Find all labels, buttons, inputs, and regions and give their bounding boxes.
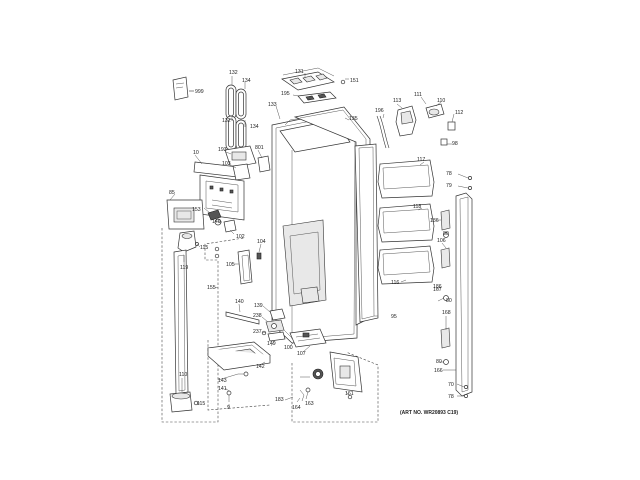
label-98: 98 [452, 141, 458, 147]
label-78a: 78 [446, 171, 452, 177]
label-155: 155 [207, 285, 216, 291]
label-9: 9 [227, 405, 230, 411]
label-112: 112 [455, 110, 463, 116]
duct-tube [169, 249, 199, 413]
ice-components [376, 103, 456, 149]
label-167: 167 [433, 287, 442, 293]
label-238: 238 [253, 313, 262, 319]
label-161: 161 [345, 391, 354, 397]
part-labels: 999 132 134 131 151 195 133 135 132 134 … [169, 69, 463, 416]
label-186a: 186 [430, 218, 439, 224]
label-115a: 115 [200, 245, 208, 251]
drip-tray-142 [207, 341, 271, 377]
label-134a: 134 [242, 78, 251, 84]
label-102: 102 [236, 234, 245, 240]
label-105: 105 [226, 262, 235, 268]
label-113: 113 [393, 98, 401, 104]
label-166: 166 [434, 368, 443, 374]
label-110: 110 [437, 98, 445, 104]
label-186b: 186 [433, 284, 442, 290]
label-106: 106 [437, 238, 446, 244]
label-111: 111 [414, 92, 422, 98]
label-85: 85 [169, 190, 175, 196]
label-151: 151 [350, 78, 359, 84]
label-110b: 110 [179, 372, 187, 378]
label-119: 119 [180, 265, 188, 271]
art-number: (ART NO. WR20893 C19) [400, 410, 458, 416]
screw-141 [226, 390, 232, 402]
control-panel-85 [166, 199, 205, 230]
control-module-193 [224, 145, 271, 173]
label-100: 100 [284, 345, 293, 351]
label-107: 107 [297, 351, 306, 357]
label-80c: 80 [436, 359, 442, 365]
manual-part [172, 76, 194, 101]
label-131: 131 [295, 69, 304, 75]
funnel-119 [177, 230, 199, 253]
label-149: 149 [267, 341, 276, 347]
label-168: 168 [442, 310, 451, 316]
label-143: 143 [218, 378, 227, 384]
label-10: 10 [193, 150, 199, 156]
label-117: 117 [417, 157, 425, 163]
label-146: 146 [212, 219, 221, 225]
bottom-bracket [289, 328, 327, 348]
ice-chute-assembly [291, 351, 379, 423]
label-164: 164 [292, 405, 301, 411]
top-cover-part [281, 67, 346, 91]
dispenser-housing [193, 161, 251, 221]
gasket-parts-top [225, 84, 247, 151]
label-132a: 132 [229, 70, 238, 76]
label-95: 95 [391, 314, 397, 320]
leader-lines [169, 73, 469, 408]
label-80b: 80 [446, 298, 452, 304]
rod-140 [225, 311, 260, 325]
label-142: 142 [256, 364, 265, 370]
label-163: 163 [305, 401, 314, 407]
door-rail [440, 176, 473, 398]
hinge-parts [261, 308, 286, 342]
label-237: 237 [253, 329, 262, 335]
label-116: 116 [391, 280, 399, 286]
label-118: 118 [413, 204, 421, 210]
label-133: 133 [268, 102, 277, 108]
label-78b: 78 [448, 394, 454, 400]
label-134b: 134 [250, 124, 259, 130]
label-115b: 115 [197, 401, 205, 407]
label-70: 70 [448, 382, 454, 388]
label-801: 801 [255, 145, 264, 151]
label-196: 196 [375, 108, 384, 114]
label-135: 135 [349, 116, 358, 122]
label-132b: 132 [222, 118, 231, 124]
label-80a: 80 [443, 231, 449, 237]
label-79: 79 [446, 183, 452, 189]
duct-outline-155 [161, 228, 271, 423]
bracket-195 [297, 91, 337, 104]
label-104: 104 [257, 239, 266, 245]
door-bins [377, 159, 435, 285]
label-141: 141 [218, 386, 227, 392]
label-195: 195 [281, 91, 290, 97]
label-183: 183 [275, 397, 284, 403]
label-103: 103 [222, 161, 231, 167]
door-assembly [271, 111, 359, 344]
label-139: 139 [254, 303, 263, 309]
label-193: 193 [218, 147, 227, 153]
label-140: 140 [235, 299, 244, 305]
label-153: 153 [192, 207, 201, 213]
label-999: 999 [195, 89, 204, 95]
parts-104-105 [214, 246, 262, 285]
